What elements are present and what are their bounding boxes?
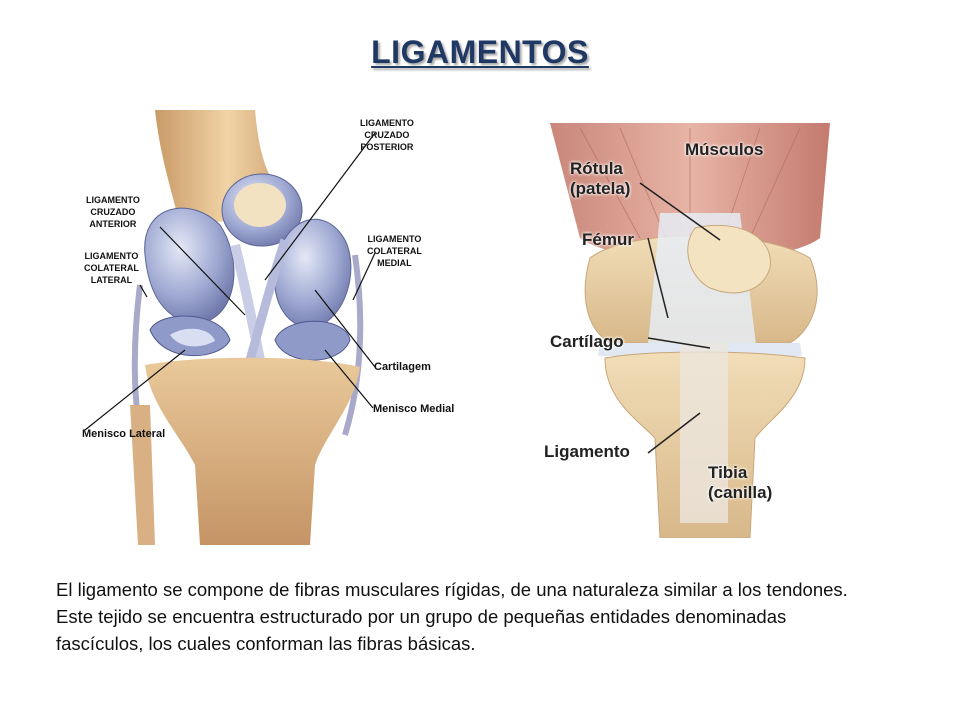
- label-pcl-line-3: POSTERIOR: [360, 142, 414, 152]
- description-paragraph: El ligamento se compone de fibras muscul…: [56, 579, 848, 654]
- label-tibia: Tibia (canilla): [708, 463, 772, 503]
- label-pcl-line-1: LIGAMENTO: [360, 118, 414, 128]
- knee-bones-illustration: Músculos Rótula (patela) Fémur Cartílago…: [540, 118, 840, 539]
- label-musculos: Músculos: [685, 140, 764, 159]
- slide-title: LIGAMENTOS: [371, 34, 589, 70]
- label-menisco-medial: Menisco Medial: [373, 403, 455, 415]
- label-menisco-lateral: Menisco Lateral: [82, 428, 166, 440]
- label-cartilagem: Cartilagem: [374, 361, 431, 373]
- label-lcl-line-2: COLATERAL: [84, 263, 139, 273]
- label-rotula: Rótula (patela): [570, 159, 630, 199]
- label-lcl: LIGAMENTO COLATERAL LATERAL: [84, 250, 139, 286]
- label-mcl: LIGAMENTO COLATERAL MEDIAL: [367, 233, 422, 269]
- knee-bones-drawing: [550, 123, 830, 539]
- label-mcl-line-1: LIGAMENTO: [367, 234, 422, 244]
- label-lcl-line-3: LATERAL: [90, 275, 133, 285]
- label-mcl-line-2: COLATERAL: [367, 246, 422, 256]
- label-femur: Fémur: [582, 230, 634, 249]
- label-acl-line-1: LIGAMENTO: [86, 195, 140, 205]
- label-cartilago: Cartílago: [550, 332, 624, 351]
- label-acl: LIGAMENTO CRUZADO ANTERIOR: [86, 194, 140, 230]
- label-acl-line-3: ANTERIOR: [89, 219, 137, 229]
- label-ligamento: Ligamento: [544, 442, 630, 461]
- knee-ligaments-illustration: LIGAMENTO CRUZADO POSTERIOR LIGAMENTO CR…: [70, 105, 480, 545]
- label-rotula-line-2: (patela): [570, 179, 631, 198]
- label-rotula-line-1: Rótula: [570, 159, 623, 178]
- label-lcl-line-1: LIGAMENTO: [84, 251, 139, 261]
- label-mcl-line-3: MEDIAL: [377, 258, 412, 268]
- label-tibia-line-1: Tibia: [708, 463, 748, 482]
- label-acl-line-2: CRUZADO: [90, 207, 136, 217]
- label-tibia-line-2: (canilla): [708, 483, 773, 502]
- knee-ligaments-drawing: [84, 110, 376, 545]
- label-pcl-line-2: CRUZADO: [364, 130, 410, 140]
- label-pcl: LIGAMENTO CRUZADO POSTERIOR: [360, 117, 414, 153]
